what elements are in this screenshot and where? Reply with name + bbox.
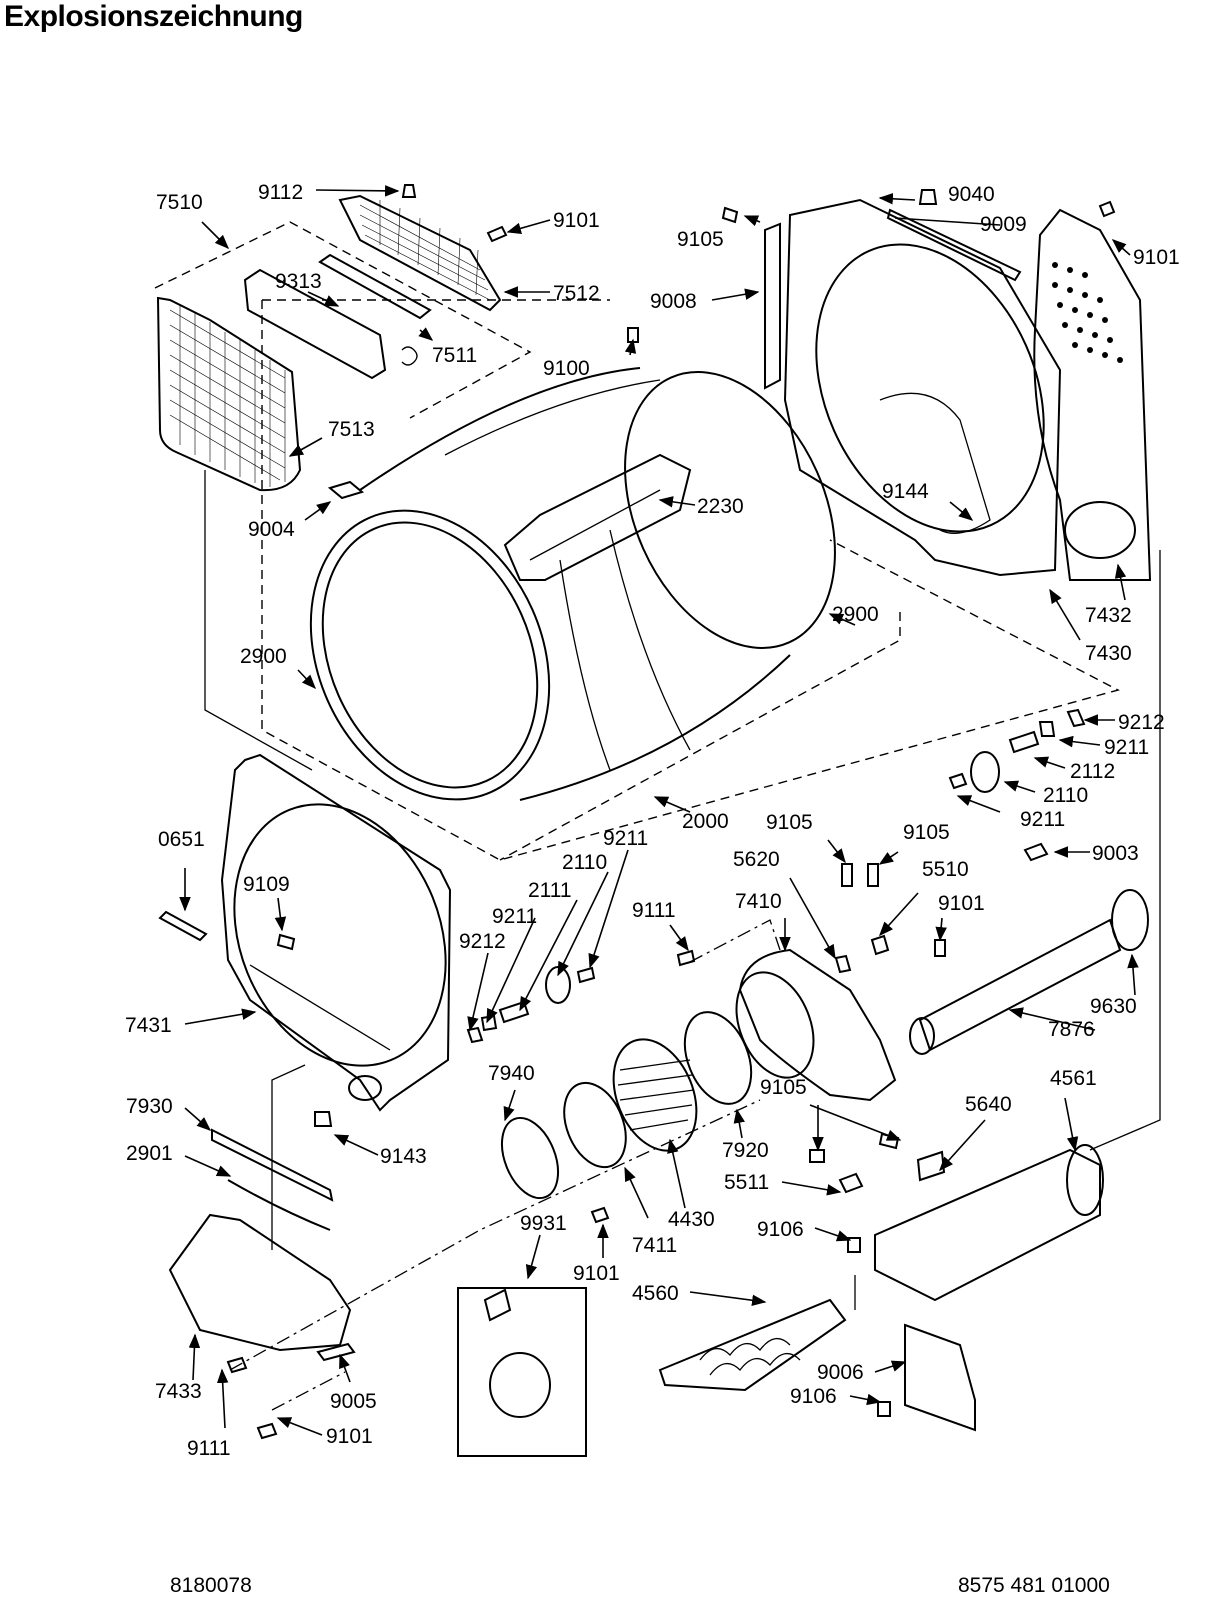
callout: 4561 bbox=[1050, 1067, 1097, 1090]
callout: 9111 bbox=[632, 899, 676, 922]
callout: 7410 bbox=[735, 890, 782, 913]
drum bbox=[309, 367, 836, 801]
callout: 7512 bbox=[553, 282, 600, 305]
exhaust-tube bbox=[909, 918, 1122, 1055]
callout: 2900 bbox=[832, 603, 879, 626]
callout: 9212 bbox=[459, 930, 506, 953]
callout: 5620 bbox=[733, 848, 780, 871]
callout: 9211 bbox=[492, 905, 537, 928]
callout: 9008 bbox=[650, 290, 697, 313]
callout: 2230 bbox=[697, 495, 744, 518]
callout: 7920 bbox=[722, 1139, 769, 1162]
callout: 9212 bbox=[1118, 711, 1165, 734]
callout: 7432 bbox=[1085, 604, 1132, 627]
callout: 2110 bbox=[1043, 784, 1088, 807]
callout: 2901 bbox=[126, 1142, 173, 1165]
callout: 2110 bbox=[562, 851, 607, 874]
callout: 9101 bbox=[553, 209, 600, 232]
callout: 5510 bbox=[922, 858, 969, 881]
callout: 9105 bbox=[677, 228, 724, 251]
callout: 2111 bbox=[528, 879, 572, 902]
callout: 9005 bbox=[330, 1390, 377, 1413]
leader-lines bbox=[179, 185, 1139, 1436]
front-bulkhead bbox=[220, 753, 452, 1112]
fasteners bbox=[158, 184, 1116, 1440]
callout: 9101 bbox=[326, 1425, 373, 1448]
callout: 9003 bbox=[1092, 842, 1139, 865]
callout: 5511 bbox=[724, 1171, 769, 1194]
callout: 9211 bbox=[1104, 736, 1149, 759]
blower-housing bbox=[735, 948, 897, 1102]
callout: 9313 bbox=[275, 270, 322, 293]
callout: 2112 bbox=[1070, 760, 1115, 783]
alignment-lines bbox=[229, 550, 1161, 1411]
callout: 7930 bbox=[126, 1095, 173, 1118]
perforations bbox=[1052, 262, 1123, 363]
callout: 9006 bbox=[817, 1361, 864, 1384]
callout: 7876 bbox=[1048, 1018, 1095, 1041]
callout: 7433 bbox=[155, 1380, 202, 1403]
callout: 9101 bbox=[573, 1262, 620, 1285]
callout: 9101 bbox=[1133, 246, 1180, 269]
callout: 9004 bbox=[248, 518, 295, 541]
footer-left-code: 8180078 bbox=[170, 1574, 252, 1597]
heater-element bbox=[658, 1298, 847, 1392]
callout: 7431 bbox=[125, 1014, 172, 1037]
callout: 7513 bbox=[328, 418, 375, 441]
callout: 9105 bbox=[760, 1076, 807, 1099]
callout: 7511 bbox=[432, 344, 477, 367]
callout: 9100 bbox=[543, 357, 590, 380]
callout: 7940 bbox=[488, 1062, 535, 1085]
callout: 9105 bbox=[903, 821, 950, 844]
callout: 5640 bbox=[965, 1093, 1012, 1116]
callout: 9211 bbox=[1020, 808, 1065, 831]
callout: 9105 bbox=[766, 811, 813, 834]
callout: 7411 bbox=[632, 1234, 677, 1257]
rear-bulkhead bbox=[764, 198, 1062, 577]
callout: 9143 bbox=[380, 1145, 427, 1168]
callout: 9144 bbox=[882, 480, 929, 503]
callout: 9040 bbox=[948, 183, 995, 206]
callout: 4430 bbox=[668, 1208, 715, 1231]
page-title: Explosionszeichnung bbox=[4, 0, 303, 33]
heat-shield bbox=[904, 1323, 976, 1432]
lint-screen bbox=[156, 296, 302, 492]
callout: 2900 bbox=[240, 645, 287, 668]
callout: 4560 bbox=[632, 1282, 679, 1305]
callout: 9211 bbox=[603, 827, 648, 850]
lint-housing bbox=[243, 194, 502, 380]
front-duct bbox=[168, 1128, 352, 1352]
callout: 0651 bbox=[158, 828, 205, 851]
dashed-outlines bbox=[154, 221, 1120, 861]
exhaust-duct bbox=[1033, 208, 1152, 581]
callout: 9101 bbox=[938, 892, 985, 915]
callout-labels: 7510 9112 9101 7512 9313 7511 7513 9004 … bbox=[125, 181, 1180, 1460]
callout: 9009 bbox=[980, 213, 1027, 236]
callout: 9931 bbox=[520, 1212, 567, 1235]
callout: 9106 bbox=[790, 1385, 837, 1408]
callout: 9109 bbox=[243, 873, 290, 896]
footer-right-code: 8575 481 01000 bbox=[958, 1574, 1110, 1597]
blower-wheel bbox=[612, 1038, 698, 1152]
callout: 9106 bbox=[757, 1218, 804, 1241]
kit-box bbox=[457, 1287, 587, 1457]
callout: 7510 bbox=[156, 191, 203, 214]
callout: 9630 bbox=[1090, 995, 1137, 1018]
callout: 7430 bbox=[1085, 642, 1132, 665]
callout: 9112 bbox=[258, 181, 303, 204]
heater-duct bbox=[874, 1144, 1104, 1302]
callout: 2000 bbox=[682, 810, 729, 833]
callout: 9111 bbox=[187, 1437, 231, 1460]
